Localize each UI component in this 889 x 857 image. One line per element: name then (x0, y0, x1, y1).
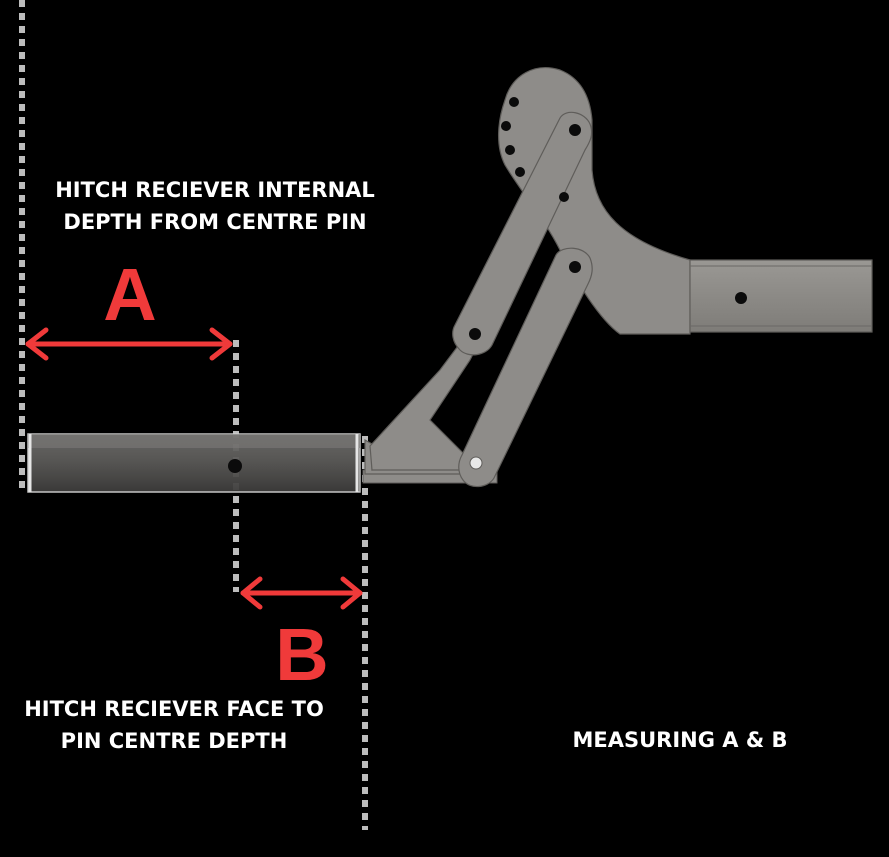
label-a-line2: DEPTH FROM CENTRE PIN (63, 210, 367, 234)
arrow-a (25, 327, 233, 361)
marker-b: B (275, 613, 329, 696)
hitch-pin-hole (228, 459, 242, 473)
adjust-hole (515, 167, 525, 177)
label-b-line1: HITCH RECIEVER FACE TO (24, 697, 324, 721)
arrow-b (240, 576, 363, 610)
marker-a: A (103, 253, 157, 336)
label-b-line2: PIN CENTRE DEPTH (60, 729, 288, 753)
arm-pivot (469, 328, 481, 340)
arm-pivot (569, 261, 581, 273)
adjust-hole (509, 97, 519, 107)
tube-pin-hole (735, 292, 747, 304)
diagram-title: MEASURING A & B (572, 728, 788, 752)
arm-pivot (569, 124, 581, 136)
adjust-hole (505, 145, 515, 155)
hitch-tube (27, 433, 361, 493)
arm-pivot (559, 192, 569, 202)
mount-assembly (362, 67, 873, 488)
label-a-line1: HITCH RECIEVER INTERNAL (55, 178, 375, 202)
adjust-hole (501, 121, 511, 131)
arm-bolt (469, 456, 483, 470)
